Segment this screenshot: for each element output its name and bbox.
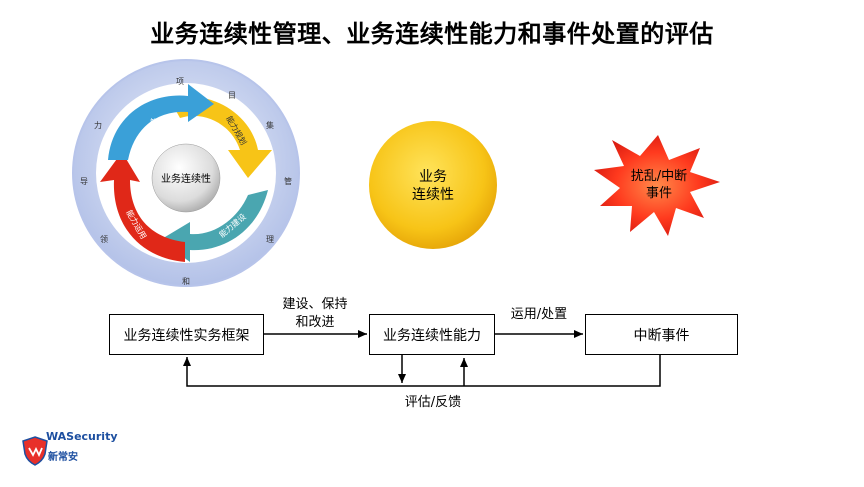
center-sphere [151,143,221,213]
shield-icon [22,436,48,466]
ring-char: 和 [182,277,190,286]
cycle-center-label: 业务连续性 [161,172,211,185]
logo: WASecurity 新常安 [22,428,118,468]
burst-label-line2: 事件 [646,186,672,201]
flow-box-capability: 业务连续性能力 [369,314,495,355]
logo-text: WASecurity [46,430,118,443]
arrow2-label: 运用/处置 [510,307,568,322]
sun-label-line1: 业务 [419,169,447,185]
segment-red [100,152,185,262]
segment-teal [160,190,268,262]
disruption-burst [594,135,720,236]
burst-label-line1: 扰乱/中断 [631,169,687,184]
arrow1-label-line2: 和改进 [295,315,335,330]
flow-box-incident: 中断事件 [585,314,738,355]
feedback-loop-line [183,355,661,387]
ring-char: 领 [100,234,108,244]
feedback-label: 评估/反馈 [404,395,462,410]
ring-char: 导 [80,177,88,186]
segment-blue [108,84,214,160]
ring-char: 理 [266,235,274,244]
ring-char: 项 [176,77,184,86]
ring-char: 力 [94,120,102,130]
ring-char: 管 [284,176,292,186]
segment-gold [170,96,272,178]
bcm-cycle-graphic: 业务连续性 管理评估 能力规划 能力建设 能力运用 项 目 集 管 理 和 领 … [72,59,300,287]
ring-char: 目 [228,91,236,100]
arrow1-label: 建设、保持 和改进 [270,296,360,332]
business-continuity-circle [369,121,497,249]
ring-char: 集 [266,120,274,130]
segment-label-manage: 管理评估 [150,117,182,127]
sun-label-line2: 连续性 [412,186,454,203]
arrow1-label-line1: 建设、保持 [282,297,348,312]
page-title: 业务连续性管理、业务连续性能力和事件处置的评估 [150,20,714,48]
flow-box-framework: 业务连续性实务框架 [109,314,264,355]
logo-subtext: 新常安 [48,452,78,463]
